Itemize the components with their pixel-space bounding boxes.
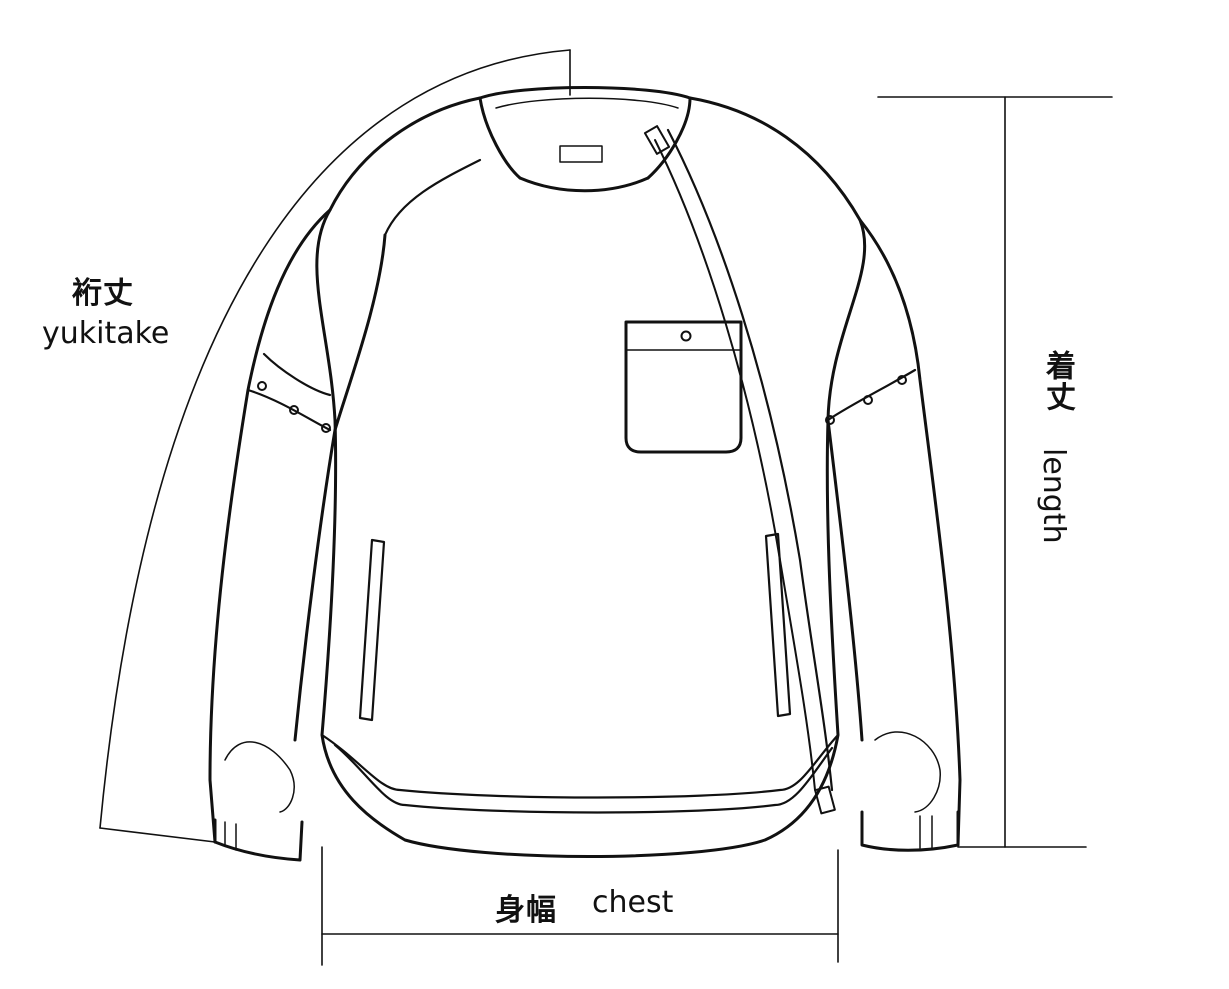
collar-rib-right [646, 96, 692, 180]
collar-rib-left [478, 96, 522, 180]
left-sleeve-overlay [246, 388, 332, 432]
hem-band-top [320, 733, 840, 799]
yukitake-label-en: yukitake [42, 316, 170, 351]
length-label-en: length [1036, 448, 1071, 544]
right-sleeve-inner [826, 418, 864, 742]
left-sleeve-snap-3 [321, 423, 331, 433]
collar-seam [495, 97, 679, 109]
zipper-pull-bottom [814, 785, 836, 815]
left-sleeve-outer [208, 208, 332, 844]
right-sleeve-snap-3 [897, 375, 907, 385]
body-outline [315, 96, 867, 858]
chest-label-jp: 身幅 [495, 893, 557, 928]
right-sleeve-snap-2 [863, 395, 873, 405]
right-sleeve-outer [858, 218, 962, 847]
hem-band-bottom [333, 743, 834, 814]
left-welt-pocket [358, 538, 386, 722]
zipper-line [654, 139, 816, 791]
yukitake-arc [99, 49, 571, 829]
right-sleeve-fold [874, 731, 941, 813]
left-sleeve-fold [224, 741, 295, 813]
right-welt-pocket [764, 532, 792, 718]
left-sleeve-overlay-edge [262, 352, 332, 397]
left-sleeve-snap-1 [257, 381, 267, 391]
right-sleeve-snap-1 [825, 415, 835, 425]
left-sleeve-inner [293, 233, 387, 742]
chest-pocket-button [680, 330, 692, 342]
yukitake-bottom-tick [99, 827, 216, 843]
sweatshirt-illustration [208, 86, 962, 862]
collar-inner [518, 176, 650, 193]
neck-label [559, 145, 603, 163]
right-cuff [860, 810, 960, 852]
length-label-jp: 着丈 [1040, 350, 1075, 412]
yukitake-label-jp: 裄丈 [72, 276, 134, 311]
raglan-seam-right [666, 128, 834, 792]
right-sleeve-overlay [826, 368, 917, 422]
chest-measure [321, 846, 839, 966]
left-sleeve-snap-2 [289, 405, 299, 415]
left-cuff [213, 818, 304, 862]
chest-pocket [624, 320, 743, 454]
zipper-pull-top [643, 125, 671, 155]
chest-label-en: chest [592, 885, 674, 920]
collar-outer [478, 86, 692, 100]
raglan-seam-left [383, 158, 482, 237]
length-measure [877, 96, 1113, 848]
